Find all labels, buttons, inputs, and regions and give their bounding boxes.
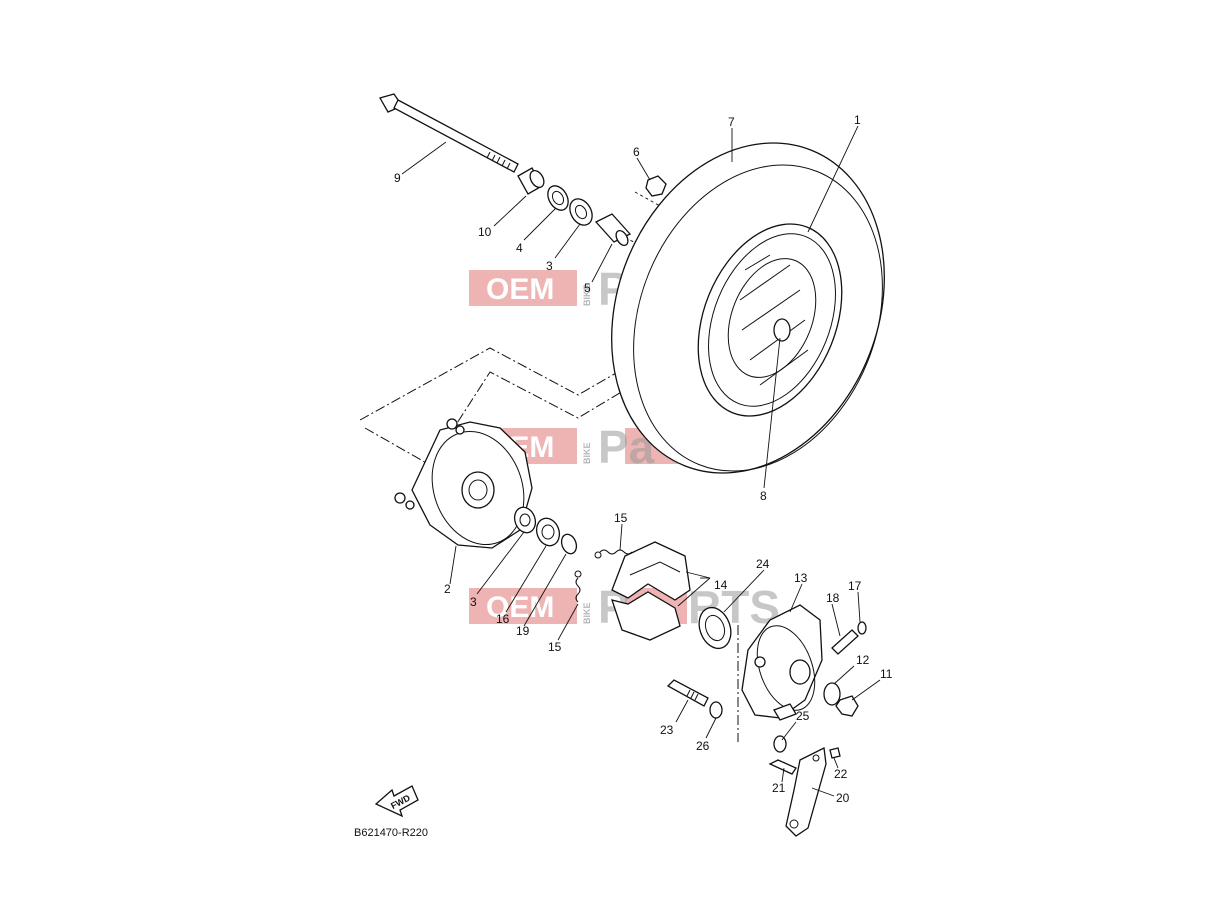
callout-18[interactable]: 18 — [826, 591, 840, 605]
nut-22[interactable] — [829, 747, 841, 759]
callout-2[interactable]: 2 — [444, 582, 451, 596]
wheel-rim-1[interactable] — [671, 203, 868, 438]
washer-26[interactable] — [709, 701, 723, 719]
bearing-3-lower[interactable] — [511, 504, 539, 535]
watermark-oem-text: OEM — [486, 273, 554, 306]
callout-22[interactable]: 22 — [834, 767, 848, 781]
camshaft-23[interactable] — [666, 679, 709, 707]
callout-8[interactable]: 8 — [760, 489, 767, 503]
callout-1[interactable]: 1 — [854, 113, 861, 127]
callout-5[interactable]: 5 — [584, 281, 591, 295]
brake-shoes-14[interactable] — [611, 541, 691, 641]
callout-20[interactable]: 20 — [836, 791, 850, 805]
callout-11[interactable]: 11 — [880, 667, 893, 681]
callout-12[interactable]: 12 — [856, 653, 870, 667]
callout-7[interactable]: 7 — [728, 115, 735, 129]
callouts: 1 2 3 3 4 5 6 7 8 9 10 11 12 13 14 15 15… — [394, 113, 893, 805]
callout-3-lower[interactable]: 3 — [470, 595, 477, 609]
watermark-bike-text: BIKE — [582, 442, 592, 464]
callout-14[interactable]: 14 — [714, 578, 728, 592]
indicator-plate-25[interactable] — [773, 735, 787, 753]
diagram-code: B621470-R220 — [354, 827, 428, 839]
callout-24[interactable]: 24 — [756, 557, 770, 571]
oil-seal-16[interactable] — [533, 515, 563, 549]
fwd-arrow-icon: FWD — [374, 785, 419, 818]
nut-6[interactable] — [645, 175, 667, 197]
callout-17[interactable]: 17 — [848, 579, 862, 593]
bearing-3-upper[interactable] — [565, 195, 596, 229]
callout-10[interactable]: 10 — [478, 225, 492, 239]
spring-15-upper[interactable] — [594, 549, 633, 559]
axle-9[interactable] — [379, 93, 519, 173]
callout-21[interactable]: 21 — [772, 781, 786, 795]
nut-17[interactable] — [857, 621, 867, 635]
callout-15-lower[interactable]: 15 — [548, 640, 562, 654]
watermark-bike-text: BIKE — [582, 284, 592, 306]
spring-15-lower[interactable] — [574, 570, 582, 603]
collar-10[interactable] — [517, 167, 547, 195]
callout-4[interactable]: 4 — [516, 241, 523, 255]
callout-9[interactable]: 9 — [394, 171, 401, 185]
callout-19[interactable]: 19 — [516, 624, 530, 638]
brake-hub-2[interactable] — [394, 418, 539, 557]
cam-lever-20[interactable] — [785, 747, 827, 837]
bearing-4[interactable] — [544, 182, 573, 214]
callout-26[interactable]: 26 — [696, 739, 710, 753]
callout-16[interactable]: 16 — [496, 612, 510, 626]
callout-25[interactable]: 25 — [796, 709, 810, 723]
bolt-18[interactable] — [831, 629, 859, 655]
callout-23[interactable]: 23 — [660, 723, 674, 737]
nut-11[interactable] — [835, 695, 859, 717]
washer-19[interactable] — [559, 532, 579, 556]
brake-shoe-plate-13[interactable] — [741, 604, 825, 721]
washer-12[interactable] — [823, 682, 841, 706]
callout-13[interactable]: 13 — [794, 571, 808, 585]
callout-6[interactable]: 6 — [633, 145, 640, 159]
watermark-bike-text: BIKE — [582, 602, 592, 624]
spacer-5[interactable] — [594, 213, 632, 247]
callout-3-upper[interactable]: 3 — [546, 259, 553, 273]
watermark-oem-text: OEM — [486, 591, 554, 624]
oil-seal-24[interactable] — [694, 603, 737, 653]
leader-lines — [401, 125, 881, 797]
bolt-21[interactable] — [768, 759, 797, 775]
callout-15-upper[interactable]: 15 — [614, 511, 628, 525]
